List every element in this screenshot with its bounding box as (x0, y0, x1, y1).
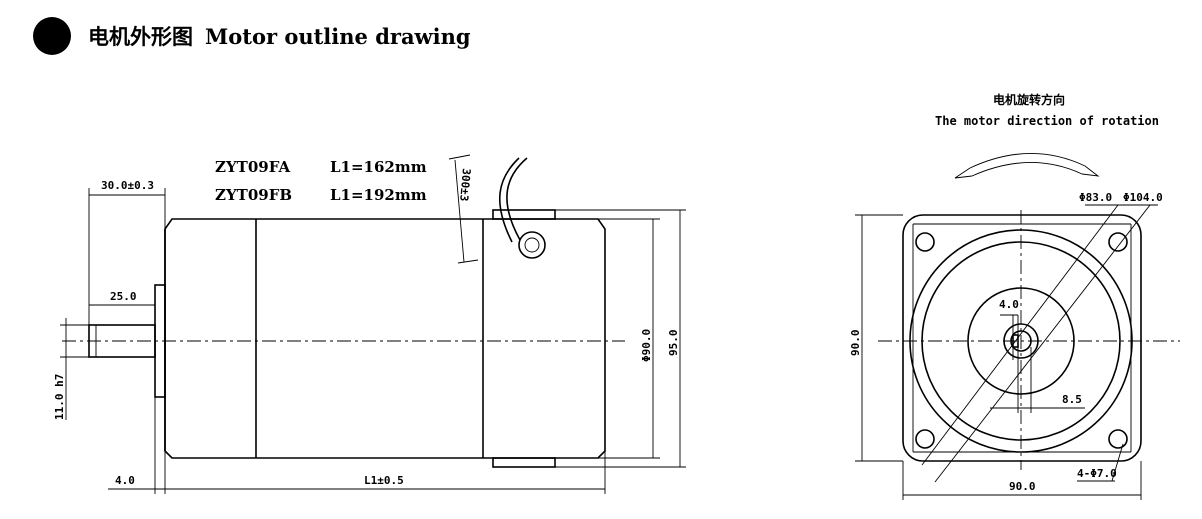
front-view: Φ83.0 Φ104.0 4.0 8.5 90.0 90.0 4-Φ7.0 (849, 191, 1180, 500)
rotation-label-cn: 电机旋转方向 (993, 92, 1065, 107)
cable-gland (518, 231, 546, 259)
mount-hole-bl (915, 429, 935, 449)
dim-shaft-total: 30.0±0.3 (101, 179, 154, 192)
dim-outer-diameter: Φ104.0 (1123, 191, 1163, 204)
title-bullet-icon (33, 17, 71, 55)
mount-hole-br (1108, 429, 1128, 449)
dim-key-width: 4.0 (999, 298, 1019, 311)
dim-key-depth: 8.5 (1062, 393, 1082, 406)
dim-shaft-diameter: 11.0 h7 (53, 374, 66, 420)
title-en: Motor outline drawing (205, 24, 471, 49)
shaft-ring (1003, 323, 1039, 359)
dim-front-height: 90.0 (849, 330, 862, 357)
outer-ring (909, 229, 1133, 453)
rotation-label-en: The motor direction of rotation (935, 114, 1159, 128)
mount-hole-tr (1108, 232, 1128, 252)
rotation-arrow-icon (954, 153, 1100, 179)
shaft-bore (1010, 330, 1032, 352)
cable (506, 157, 528, 241)
front-flange (902, 214, 1142, 462)
model-code-b: ZYT09FB (215, 186, 292, 204)
dim-body-length: L1±0.5 (364, 474, 404, 487)
dim-overall-height: 95.0 (667, 330, 680, 357)
model-code-a: ZYT09FA (215, 158, 290, 176)
model-length-b: L1=192mm (330, 186, 427, 204)
dim-pcd: Φ83.0 (1079, 191, 1112, 204)
dim-mount-holes: 4-Φ7.0 (1077, 467, 1117, 480)
dim-body-diameter: Φ90.0 (640, 329, 653, 362)
side-view: 30.0±0.3 25.0 4.0 11.0 h7 L1±0.5 Φ90.0 9… (53, 154, 686, 494)
dim-shaft-length: 25.0 (110, 290, 137, 303)
pilot-ring (967, 287, 1075, 395)
dim-front-width: 90.0 (1009, 480, 1036, 493)
dim-cable-length: 300±3 (457, 168, 473, 202)
dim-flange-thickness: 4.0 (115, 474, 135, 487)
end-cap-bottom (492, 457, 556, 468)
model-length-a: L1=162mm (330, 158, 427, 176)
title-cn: 电机外形图 (88, 24, 193, 49)
motor-body (164, 218, 606, 459)
mount-hole-tl (915, 232, 935, 252)
inner-ring (921, 241, 1121, 441)
end-cap-top (492, 209, 556, 220)
